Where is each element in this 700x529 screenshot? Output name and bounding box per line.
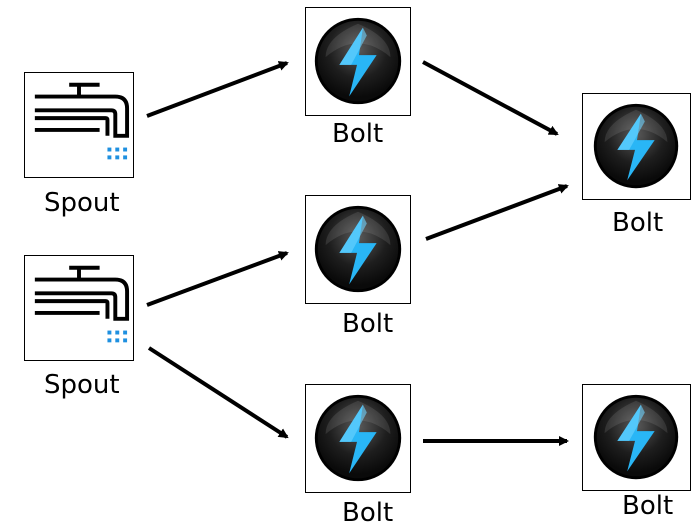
edge-spout2-bolt3 [147,346,289,439]
bolt-label: Bolt [332,119,384,149]
bolt-node [305,7,411,116]
bolt-label: Bolt [342,498,394,528]
lightning-bolt-icon [314,17,402,105]
bolt-node [305,195,411,304]
faucet-icon [34,265,130,343]
spout-label: Spout [44,188,120,218]
lightning-bolt-icon [593,394,679,480]
lightning-bolt-icon [314,394,402,482]
edge-bolt2-bolt4 [425,184,569,241]
bolt-node [582,93,691,200]
edge-bolt1-bolt4 [422,60,559,136]
faucet-icon [34,82,130,160]
edge-spout1-bolt1 [146,61,289,118]
lightning-bolt-icon [314,205,402,293]
bolt-label: Bolt [612,208,664,238]
bolt-label: Bolt [342,309,394,339]
spout-node [24,255,134,361]
spout-node [24,72,134,178]
bolt-node [582,384,691,491]
edge-spout2-bolt2 [146,251,289,307]
lightning-bolt-icon [593,103,679,189]
bolt-node [305,384,411,493]
spout-label: Spout [44,370,120,400]
bolt-label: Bolt [622,491,674,521]
